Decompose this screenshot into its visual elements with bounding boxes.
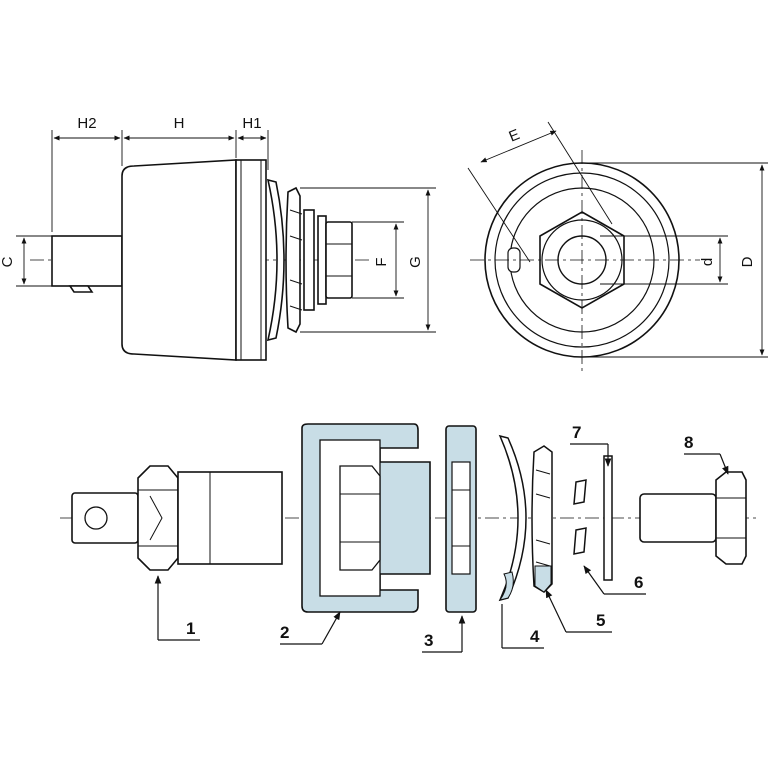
part-2-housing: [301, 423, 431, 613]
side-view: [30, 159, 372, 361]
dim-label-c: C: [0, 256, 16, 267]
part-5-lock-washer: [531, 445, 553, 593]
callout-8: 8: [684, 433, 693, 452]
callout-5: 5: [596, 611, 605, 630]
part-7-flat-washer: [603, 455, 613, 581]
shaft-stub: [51, 235, 123, 287]
part-8-bolt: [639, 471, 747, 565]
callout-7: 7: [572, 423, 581, 442]
dished-washer: [266, 178, 285, 342]
dim-label-h: H: [174, 115, 185, 132]
part-6-spring-washer: [573, 479, 587, 555]
dim-label-g: G: [407, 256, 424, 268]
callout-leaders: [154, 443, 729, 653]
main-body: [121, 159, 237, 361]
part-4-section: [498, 571, 514, 601]
front-view-dimensions: [467, 121, 768, 358]
dim-label-f: F: [373, 257, 390, 266]
spring-washer: [303, 209, 315, 311]
side-view-dimensions: [16, 130, 436, 333]
callout-2: 2: [280, 623, 289, 642]
callout-1: 1: [186, 619, 195, 638]
callout-6: 6: [634, 573, 643, 592]
callout-3: 3: [424, 631, 433, 650]
lock-washer: [285, 186, 301, 334]
dim-label-h1: H1: [242, 115, 261, 132]
part-1-shaft: [71, 465, 283, 571]
bolt-head: [325, 221, 353, 299]
front-view: [470, 150, 700, 372]
dim-label-h2: H2: [77, 115, 96, 132]
flat-washer: [317, 215, 327, 305]
dim-label-d-small: d: [699, 258, 716, 266]
callout-4: 4: [530, 627, 540, 646]
dim-label-e: E: [506, 126, 522, 146]
part-3-ring: [445, 425, 477, 613]
shaft-tab: [68, 285, 94, 293]
dim-label-d-large: D: [739, 256, 756, 267]
